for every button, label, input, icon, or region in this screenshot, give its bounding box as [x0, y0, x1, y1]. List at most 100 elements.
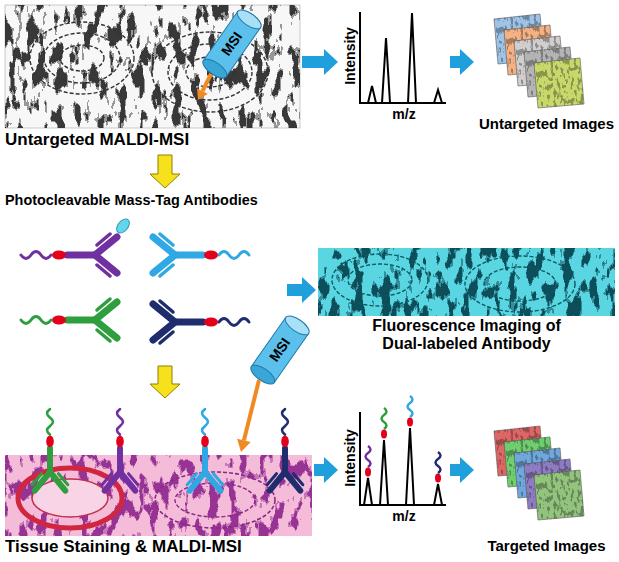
antibody-figure	[153, 234, 249, 276]
text-slot: Untargeted Images	[476, 114, 617, 134]
spectrum-plot	[381, 430, 387, 439]
caption-text: Fluorescence Imaging of Dual-labeled Ant…	[372, 317, 560, 352]
tissue-image	[30, 22, 134, 94]
fluorescence-image	[484, 267, 556, 301]
spectrum-plot	[360, 12, 446, 103]
tissue-image	[5, 5, 300, 128]
text-slot: Intensity	[341, 27, 359, 85]
stained-tissue-image	[267, 409, 303, 491]
fluorescence-image	[318, 248, 615, 316]
spectrum-plot	[360, 412, 446, 505]
image-stack	[534, 58, 584, 108]
label-holder: MSI	[266, 335, 294, 365]
spectrum-plot	[360, 12, 446, 103]
antibody-figure	[21, 234, 117, 276]
stained-tissue-image	[18, 468, 122, 528]
spectrum-plot	[407, 418, 413, 427]
axis-label: Intensity	[342, 27, 358, 85]
text-slot: Untargeted MALDI-MSI	[5, 130, 300, 150]
tissue-panel: Untargeted MALDI-MSI	[5, 5, 300, 153]
text-slot: m/z	[360, 105, 448, 123]
spectrum-plot	[382, 38, 390, 103]
spectrum-plot	[368, 86, 376, 103]
caption-text: Targeted Images	[487, 537, 605, 554]
msi-source	[197, 88, 208, 100]
spectrum-plot	[360, 396, 446, 505]
text-slot: Tissue Staining & MALDI-MSI	[5, 537, 312, 557]
caption-text: Untargeted MALDI-MSI	[5, 130, 189, 149]
spectrum-plot	[380, 440, 388, 505]
flow-arrow	[450, 49, 474, 75]
fluorescence-image	[465, 256, 575, 312]
tissue-image	[5, 5, 300, 128]
spectrum-plot	[382, 408, 387, 429]
antibody-figure	[114, 217, 132, 236]
axis-label: m/z	[392, 508, 415, 524]
stained-tissue-image	[32, 409, 68, 491]
spectrum-plot	[364, 478, 372, 505]
flow-arrow	[302, 49, 338, 75]
mass-spectrum: Intensity m/z	[340, 408, 448, 530]
text-slot: m/z	[360, 507, 448, 525]
image-stack	[534, 470, 584, 520]
fluorescence-image	[348, 264, 412, 296]
device-label: MSI	[218, 29, 245, 59]
fluorescence-panel: Fluorescence Imaging of Dual-labeled Ant…	[318, 248, 615, 356]
text-slot: Targeted Images	[476, 536, 617, 556]
spectrum-plot	[436, 452, 441, 473]
flow-arrow	[150, 155, 180, 188]
image-stack	[494, 14, 584, 108]
image-stack-panel: Untargeted Images	[476, 6, 617, 136]
stained-tissue-image	[187, 409, 223, 491]
msi-source	[237, 439, 251, 452]
image-stack	[534, 470, 584, 520]
spectrum-plot	[365, 418, 441, 483]
antibody-figure	[153, 301, 249, 343]
image-stack	[494, 426, 584, 520]
stained-tissue-image	[5, 409, 312, 536]
axis-label: Intensity	[342, 429, 358, 487]
msi-source	[203, 74, 212, 91]
msi-source	[197, 6, 264, 100]
flow-arrow	[150, 366, 180, 398]
spectrum-plot	[434, 484, 442, 505]
text-slot: Fluorescence Imaging of Dual-labeled Ant…	[361, 317, 572, 353]
mass-spectrum: Intensity m/z	[340, 8, 448, 128]
caption-text: Photocleavable Mass-Tag Antibodies	[5, 192, 258, 208]
msi-source	[237, 312, 312, 452]
spectrum-plot	[366, 396, 441, 473]
flow-arrow	[314, 457, 338, 483]
text-slot: Photocleavable Mass-Tag Antibodies	[5, 190, 285, 210]
spectrum-plot	[435, 474, 441, 483]
fluorescence-image	[318, 248, 615, 316]
fluorescence-image	[332, 254, 575, 312]
image-stack	[534, 58, 584, 108]
antibody-figure	[21, 217, 249, 343]
image-stack	[534, 58, 584, 108]
spectrum-plot	[365, 468, 371, 477]
spectrum-plot	[408, 396, 413, 417]
axis-label: m/z	[392, 106, 415, 122]
antibody-panel: Photocleavable Mass-Tag Antibodies	[5, 190, 285, 364]
caption-text: Tissue Staining & MALDI-MSI	[5, 537, 242, 556]
spectrum-plot	[366, 446, 371, 467]
spectrum-plot	[406, 428, 414, 505]
msi-source	[200, 6, 264, 81]
text-slot: Intensity	[341, 429, 359, 487]
fluorescence-image	[318, 248, 615, 316]
msi-source	[248, 312, 312, 387]
fluorescence-image	[332, 254, 428, 306]
flow-arrow	[287, 277, 316, 303]
antibody-figure	[21, 299, 117, 341]
image-stack	[534, 470, 584, 520]
stained-tissue-image	[102, 409, 138, 491]
image-stack-panel: Targeted Images	[476, 420, 617, 558]
spectrum-plot	[434, 90, 442, 103]
tissue-image	[60, 45, 104, 71]
caption-text: Untargeted Images	[479, 115, 614, 132]
label-holder: MSI	[218, 29, 246, 59]
